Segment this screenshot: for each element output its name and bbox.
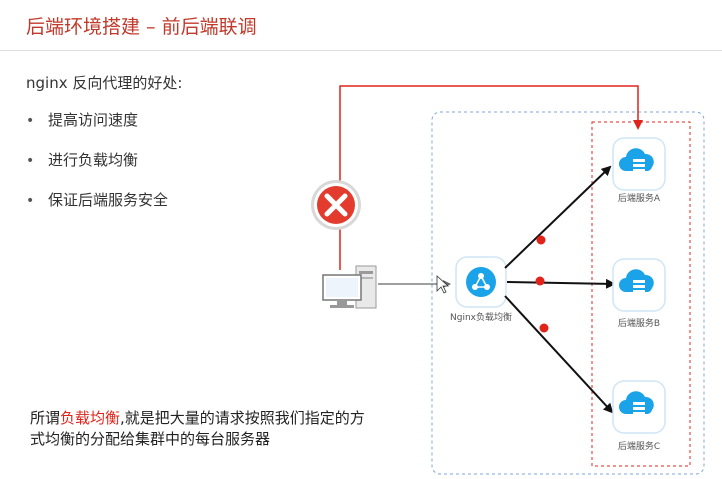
bullet-icon: •	[26, 193, 35, 209]
benefit-item: • 提高访问速度	[26, 109, 168, 149]
route-arrow-a	[504, 165, 612, 269]
bullet-icon: •	[26, 153, 35, 169]
nginx-balancer-icon	[455, 256, 507, 308]
benefit-label: 保证后端服务安全	[48, 191, 169, 209]
note-prefix: 所谓	[30, 409, 61, 427]
route-dot	[535, 276, 545, 286]
note-highlight: 负载均衡	[60, 409, 121, 427]
mouse-cursor-icon	[436, 275, 450, 294]
route-dot	[536, 235, 546, 245]
server-cloud-icon	[612, 137, 666, 191]
route-arrow-c	[504, 295, 614, 414]
benefit-list: • 提高访问速度 • 进行负载均衡 • 保证后端服务安全	[26, 109, 168, 229]
intro-text: nginx 反向代理的好处:	[26, 74, 183, 92]
backend-region	[431, 111, 705, 475]
server-label: 后端服务C	[618, 440, 660, 452]
benefit-item: • 保证后端服务安全	[26, 189, 168, 229]
note-rest: ,就是把大量的请求按照我们指定的方式均衡的分配给集群中的每台服务器	[30, 409, 365, 448]
blocked-path	[339, 85, 643, 270]
server-cloud-icon	[612, 380, 666, 434]
nginx-label: Nginx负载均衡	[450, 311, 512, 323]
load-balance-note: 所谓负载均衡,就是把大量的请求按照我们指定的方式均衡的分配给集群中的每台服务器	[30, 408, 375, 450]
route-arrow-b	[506, 278, 616, 289]
bullet-icon: •	[26, 113, 35, 129]
benefit-label: 进行负载均衡	[48, 151, 139, 169]
title-divider	[0, 50, 722, 51]
server-cloud-icon	[612, 258, 666, 312]
page-title: 后端环境搭建 – 前后端联调	[26, 16, 257, 38]
blocked-x-icon	[311, 180, 361, 230]
benefit-label: 提高访问速度	[48, 111, 139, 129]
route-dot	[539, 323, 549, 333]
client-computer-icon	[322, 265, 377, 309]
benefit-item: • 进行负载均衡	[26, 149, 168, 189]
server-label: 后端服务B	[618, 317, 660, 329]
server-label: 后端服务A	[618, 192, 661, 204]
